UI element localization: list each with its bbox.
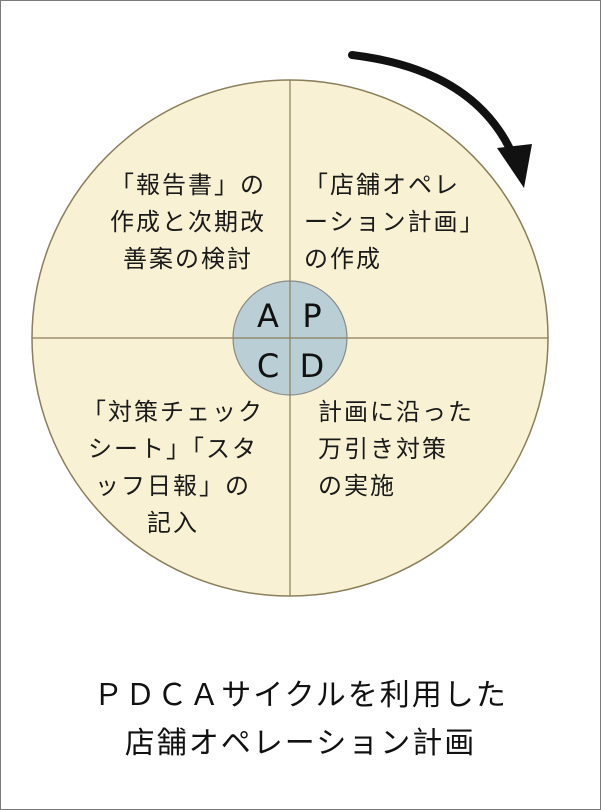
plan-letter: P [302,297,322,335]
caption-line-1: ＰＤＣＡサイクルを利用した [93,678,508,713]
clockwise-arrow-icon [348,51,532,188]
caption-line-2: 店舗オペレーション計画 [124,726,477,761]
figure-caption: ＰＤＣＡサイクルを利用した 店舗オペレーション計画 [0,672,601,768]
act-quadrant-text: 「報告書」の 作成と次期改 善案の検討 [110,171,266,273]
check-quadrant-text: 「対策チェック シート」「スタ ッフ日報」の 記入 [82,398,264,537]
do-letter: D [299,347,325,385]
act-letter: A [257,297,279,335]
do-quadrant-text: 計画に沿った 万引き対策 の実施 [318,398,474,500]
plan-quadrant-text: 「店舗オペレ ーション計画」 の作成 [304,171,486,273]
check-letter: C [256,347,280,385]
